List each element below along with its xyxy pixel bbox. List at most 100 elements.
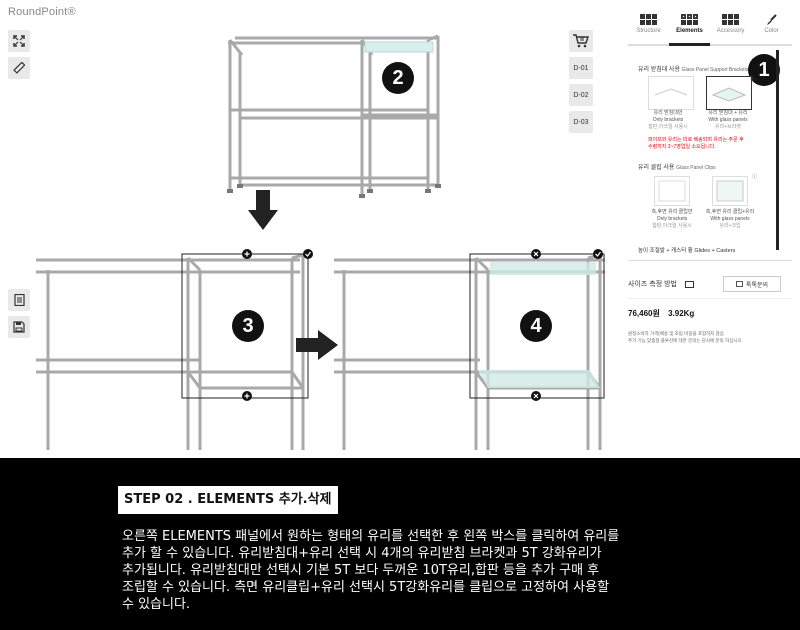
warning-line-2: 수령까지 3~7영업일 소요됩니다. [648,144,716,150]
price: 76,460원 [628,309,660,318]
price-row: 76,460원 3.92Kg [628,308,694,319]
elements-icon [680,14,698,25]
option-brackets-glass[interactable] [706,76,752,110]
fullscreen-button[interactable] [8,30,30,52]
tab-accessory-label: Accessory [716,28,745,34]
size-guide-label: 사이즈 측정 방법 [628,281,677,288]
callout-1: 1 [748,54,780,86]
right-arrow [296,330,338,360]
option1-caption: 유리 받침대만 Only brackets 합판,아크릴 사용시 [638,110,698,131]
option4-label: 측,후면 유리 클립+유리 [705,209,755,215]
zoom-frame-left [36,253,305,450]
design-canvas[interactable]: RoundPoint® D-01 D-02 D-03 [0,0,620,458]
section1-title-ko: 유리 받침대 사용 [638,67,680,73]
section2-title: 유리 클립 사용 Glass Panel Clips [638,162,716,171]
option-clips-only[interactable] [654,176,690,206]
panel-divider-2 [628,298,792,299]
desc-line-5: 수 있습니다. [122,597,191,612]
ruler-icon [13,62,25,74]
option3-label-en: Only brackets [656,216,688,222]
step-title: STEP 02 . ELEMENTS 추가.삭제 [118,486,338,514]
down-arrow [248,190,278,230]
options-panel: Structure Elements Accessory Color 1 유리 … [620,0,800,458]
callout-2: 2 [382,62,414,94]
tab-active-indicator [669,43,710,46]
ruler-button[interactable] [8,57,30,79]
glass-panel-lower [478,370,600,388]
option1-label: 유리 받침대만 [653,110,683,116]
size-guide-link[interactable]: 사이즈 측정 방법 [628,279,694,289]
zoom-frame-right [334,253,605,450]
option2-label-en: With glass panels [708,117,748,123]
notice-line-2: 추가 기능,맞춤형 플루션에 대한 문의는 당사에 문의 하십시오. [628,338,743,343]
confirm-handle-left [303,249,313,259]
warning-line-1: 파이프와 유리는 따로 배송되며 유리는 주문 후 [648,137,744,143]
tab-structure-label: Structure [636,28,661,34]
view-button-d02[interactable]: D-02 [569,84,593,106]
panel-divider [628,260,792,261]
view-button-d01[interactable]: D-01 [569,57,593,79]
desc-line-3: 추가됩니다. 유리받침대만 선택시 기본 5T 보다 두꺼운 10T유리,합판 … [122,563,600,578]
option3-caption: 측,후면 유리 클립만 Only brackets 합판,아크릴 사용시 [642,209,702,230]
section3-title-en: Glides + Casters [694,248,736,254]
callout-3: 3 [232,310,264,342]
bracket-thumb [654,88,688,96]
glass-panel-upper [490,262,596,275]
paint-brush-icon [766,14,777,25]
option-brackets-only[interactable] [648,76,694,110]
option4-caption: 측,후면 유리 클립+유리 With glass panels 유리+크립 [700,209,760,230]
confirm-handle-right [593,249,603,259]
document-icon [13,294,25,306]
option2-label: 유리 받침대 + 유리 [708,110,748,116]
section3-title-ko: 높이 조절발 + 캐스터 휠 [638,248,693,254]
panel-scrollbar[interactable] [776,50,779,250]
view-button-d03[interactable]: D-03 [569,111,593,133]
price-notice: 원정소비자 가격(배송 및 조립 비용을 포함하지 않음 추가 기능,맞춤형 플… [628,330,743,344]
document-button[interactable] [8,289,30,311]
save-icon [13,321,25,333]
roundpoint-logo: RoundPoint® [8,6,76,18]
tab-color[interactable]: Color [751,12,792,46]
section3-title[interactable]: 높이 조절발 + 캐스터 휠 Glides + Casters [638,246,735,254]
desc-line-1: 오른쪽 ELEMENTS 패널에서 원하는 형태의 유리를 선택한 후 왼쪽 박… [122,529,620,544]
option4-label-en: With glass panels [710,216,750,222]
section2-title-ko: 유리 클립 사용 [638,165,675,171]
save-button[interactable] [8,316,30,338]
delivery-warning: 파이프와 유리는 따로 배송되며 유리는 주문 후 수령까지 3~7영업일 소요… [648,137,744,151]
info-icon-2[interactable]: ⓘ [752,174,758,180]
top-shelf-frame [228,34,440,195]
section1-title-en: Glass Panel Support Brackets [681,67,749,73]
info-icon[interactable]: ⓘ [750,76,756,82]
desc-line-2: 추가 할 수 있습니다. 유리받침대+유리 선택 시 4개의 유리받침 브라켓과… [122,546,602,561]
option2-note: 유리+브라켓 [715,124,741,130]
tab-elements-label: Elements [676,28,703,34]
panel-tabs: Structure Elements Accessory Color [628,12,792,46]
section1-title: 유리 받침대 사용 Glass Panel Support Brackets [638,64,748,73]
top-shelf-feet [227,184,441,198]
inquiry-label: 톡톡문의 [745,282,769,289]
tab-color-label: Color [764,28,779,34]
fullscreen-icon [13,35,25,47]
option3-label: 측,후면 유리 클립만 [651,209,693,215]
option3-note: 합판,아크릴 사용시 [652,223,692,229]
glass-panel-top [364,41,434,53]
cart-icon [573,34,589,48]
shelf-illustrations [36,34,605,450]
weight: 3.92Kg [668,309,695,318]
callout-4: 4 [520,310,552,342]
desc-line-4: 조립할 수 있습니다. 측면 유리클립+유리 선택시 5T강화유리를 클립으로 … [122,580,610,595]
step-description: 오른쪽 ELEMENTS 패널에서 원하는 형태의 유리를 선택한 후 왼쪽 박… [122,528,722,613]
option1-label-en: Only brackets [652,117,684,123]
tab-structure[interactable]: Structure [628,12,669,46]
tab-divider [628,44,792,46]
option2-caption: 유리 받침대 + 유리 With glass panels 유리+브라켓 [698,110,758,131]
option-clips-glass[interactable] [712,176,748,206]
chat-icon [735,281,743,287]
option1-note: 합판,아크릴 사용시 [648,124,688,130]
tab-accessory[interactable]: Accessory [710,12,751,46]
talk-inquiry-button[interactable]: 톡톡문의 [723,276,781,292]
tab-elements[interactable]: Elements [669,12,710,46]
cart-button[interactable] [569,30,593,52]
section2-title-en: Glass Panel Clips [676,165,716,171]
accessory-icon [721,14,739,25]
